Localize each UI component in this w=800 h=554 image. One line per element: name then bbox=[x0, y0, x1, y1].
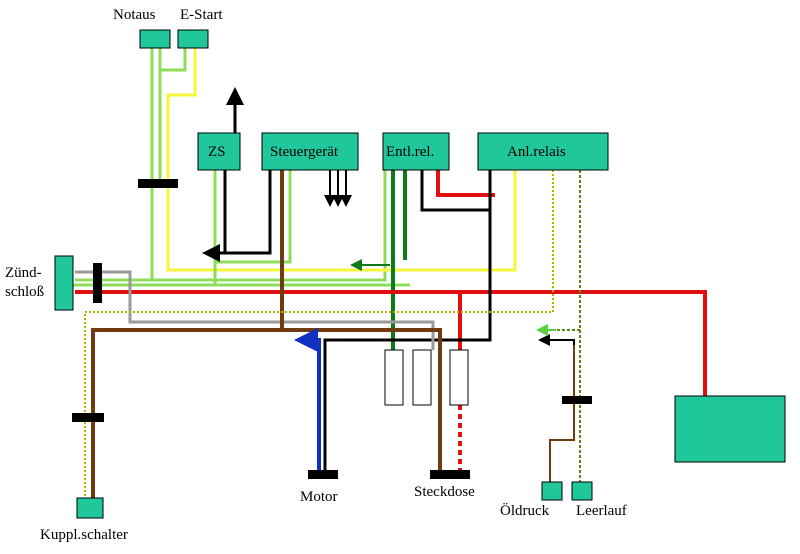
fuse-box-2 bbox=[412, 349, 432, 406]
connector-bar-zuend bbox=[93, 263, 102, 303]
wire-black-oeldruck bbox=[538, 334, 575, 346]
connector-bar-notaus bbox=[138, 179, 178, 188]
fuse-box-1 bbox=[384, 349, 404, 406]
component-oeldruck bbox=[541, 481, 563, 501]
label-motor: Motor bbox=[300, 489, 338, 505]
label-zs: ZS bbox=[208, 144, 226, 160]
label-oeldruck: Öldruck bbox=[500, 503, 550, 519]
component-leerlauf bbox=[571, 481, 593, 501]
wire-yellow-dotted bbox=[84, 170, 554, 500]
label-steuergeraet: Steuergerät bbox=[270, 144, 339, 160]
wire-brown bbox=[91, 170, 442, 500]
component-estart bbox=[177, 29, 209, 49]
component-notaus bbox=[139, 29, 171, 49]
label-anlrelais: Anl.relais bbox=[507, 144, 566, 160]
wire-black-relais bbox=[323, 170, 492, 472]
wire-darkgreen-entl bbox=[391, 170, 407, 350]
fuse-box-3 bbox=[449, 349, 469, 406]
label-notaus: Notaus bbox=[113, 7, 156, 23]
connector-bar-oeldruck bbox=[562, 396, 592, 404]
component-kupplschalter bbox=[76, 497, 104, 519]
label-leerlauf: Leerlauf bbox=[576, 503, 627, 519]
label-zuendschloss-2: schloß bbox=[5, 284, 45, 300]
component-anlrelais bbox=[477, 132, 609, 171]
wire-black-zs bbox=[202, 87, 272, 262]
label-zuendschloss-1: Zünd- bbox=[5, 265, 42, 281]
component-entlrel bbox=[382, 132, 450, 171]
label-entlrel: Entl.rel. bbox=[386, 144, 435, 160]
wire-blue bbox=[294, 328, 321, 472]
wire-lightgreen-steuer bbox=[60, 170, 410, 287]
component-battery bbox=[674, 395, 786, 463]
arrows-down-steuer bbox=[324, 170, 352, 207]
label-kupplschalter: Kuppl.schalter bbox=[40, 527, 128, 543]
component-steuergeraet bbox=[261, 132, 359, 171]
label-steckdose: Steckdose bbox=[414, 484, 475, 500]
component-zs bbox=[197, 132, 241, 171]
component-zuendschloss bbox=[54, 255, 74, 311]
connector-bar-kuppl bbox=[72, 413, 104, 422]
connector-bar-steckdose bbox=[430, 470, 470, 479]
wire-brown-oeldruck bbox=[549, 340, 575, 482]
connector-bar-motor bbox=[308, 470, 338, 479]
wire-lightgreen-notaus bbox=[150, 48, 387, 282]
label-estart: E-Start bbox=[180, 7, 223, 23]
